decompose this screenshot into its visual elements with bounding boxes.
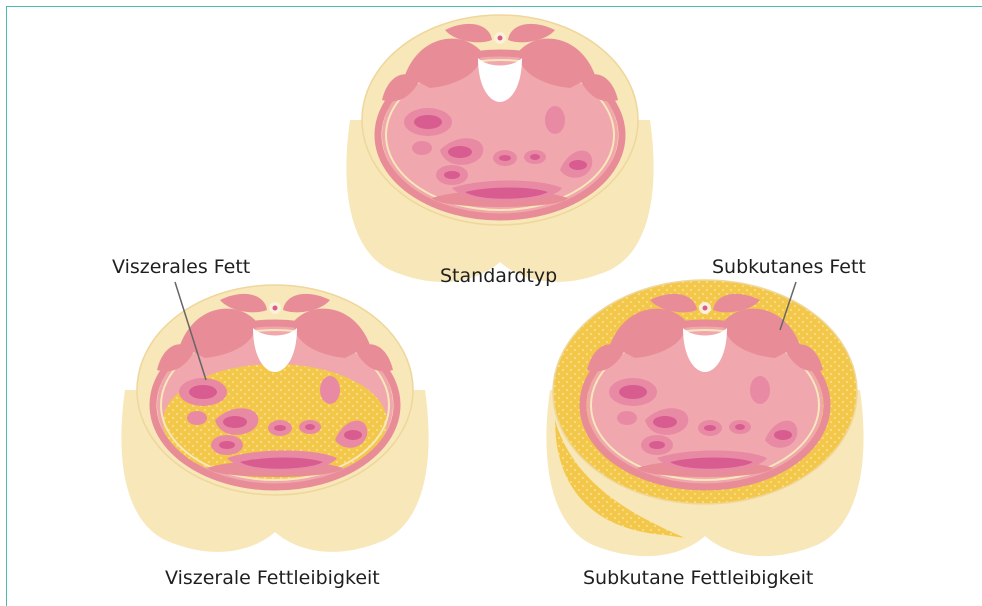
visceral-cross-section [121, 285, 428, 552]
visceral-fat-callout: Viszerales Fett [112, 256, 250, 278]
standard-caption: Standardtyp [440, 265, 557, 287]
visceral-caption: Viszerale Fettleibigkeit [165, 567, 380, 589]
standard-cross-section [346, 15, 653, 282]
subcutaneous-caption: Subkutane Fettleibigkeit [583, 567, 813, 589]
subcutaneous-cross-section [546, 280, 863, 556]
subcutaneous-fat-callout: Subkutanes Fett [712, 256, 866, 278]
